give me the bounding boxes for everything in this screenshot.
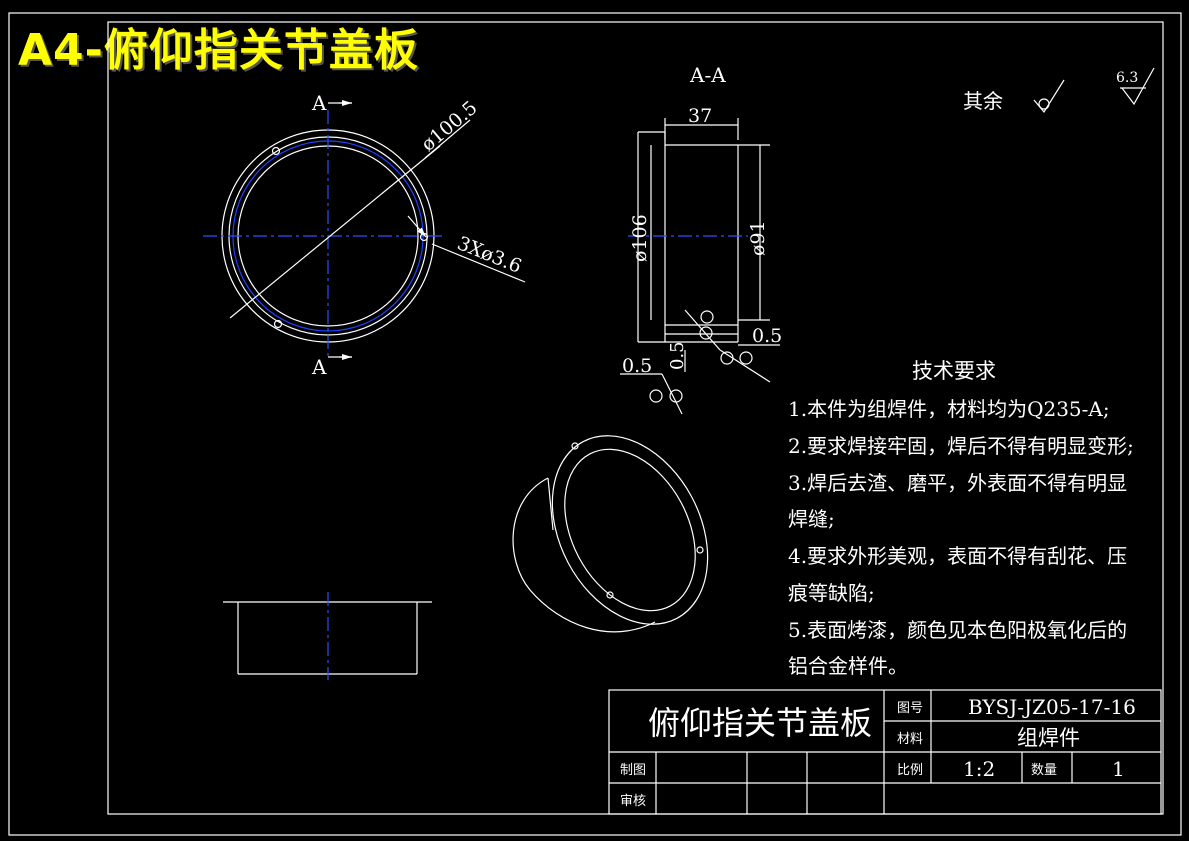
title-drawing-no: BYSJ-JZ05-17-16 [968,695,1136,719]
section-view [620,118,780,415]
dim-dia-106: ø106 [629,214,651,262]
cut-mark-bottom: A [311,355,327,379]
tech-req-list: 1.本件为组焊件，材料均为Q235-A; 2.要求焊接牢固，焊后不得有明显变形;… [788,397,1134,678]
mount-hole [271,146,281,156]
tech-req-line: 1.本件为组焊件，材料均为Q235-A; [788,397,1110,421]
sheet-outer-border [8,12,1182,836]
title-drawn-label: 制图 [620,763,646,778]
tech-req-line: 5.表面烤漆，颜色见本色阳极氧化后的 [788,618,1127,642]
cut-mark-top: A [311,91,327,115]
title-scale-label: 比例 [897,763,923,778]
tech-req-line: 铝合金样件。 [788,654,908,678]
side-view [223,592,432,680]
isometric-view [512,435,709,633]
roughness-value: 6.3 [1116,70,1138,86]
dim-dia-91: ø91 [747,220,769,256]
tech-req-line: 2.要求焊接牢固，焊后不得有明显变形; [788,434,1134,458]
title-material: 组焊件 [1017,726,1080,750]
banner-title: A4-俯仰指关节盖板 [18,25,419,76]
dim-hole-callout: 3Xø3.6 [454,232,525,278]
title-drawing-no-label: 图号 [897,701,923,716]
roughness-symbol-icon [1033,67,1155,114]
title-block [608,689,1162,815]
title-part-name: 俯仰指关节盖板 [648,704,872,742]
section-label: A-A [689,63,726,87]
tech-req-line: 痕等缺陷; [788,581,875,605]
tech-req-line: 3.焊后去渣、磨平，外表面不得有明显 [788,471,1127,495]
mount-hole [273,319,283,329]
title-qty: 1 [1112,757,1125,781]
dim-outer-diameter: ø100.5 [417,97,482,156]
weld-size-right: 0.5 [752,325,782,347]
title-material-label: 材料 [897,732,923,747]
weld-size-left: 0.5 [622,355,652,377]
dim-width: 37 [688,105,712,127]
tech-req-heading: 技术要求 [912,359,996,383]
tech-req-line: 4.要求外形美观，表面不得有刮花、压 [788,544,1127,568]
weld-size-mid: 0.5 [667,341,688,370]
tech-req-line: 焊缝; [788,507,835,531]
title-scale: 1:2 [963,757,995,781]
roughness-label: 其余 [963,89,1003,113]
title-checked-label: 审核 [620,794,646,809]
title-qty-label: 数量 [1031,763,1057,778]
front-view [203,100,526,360]
